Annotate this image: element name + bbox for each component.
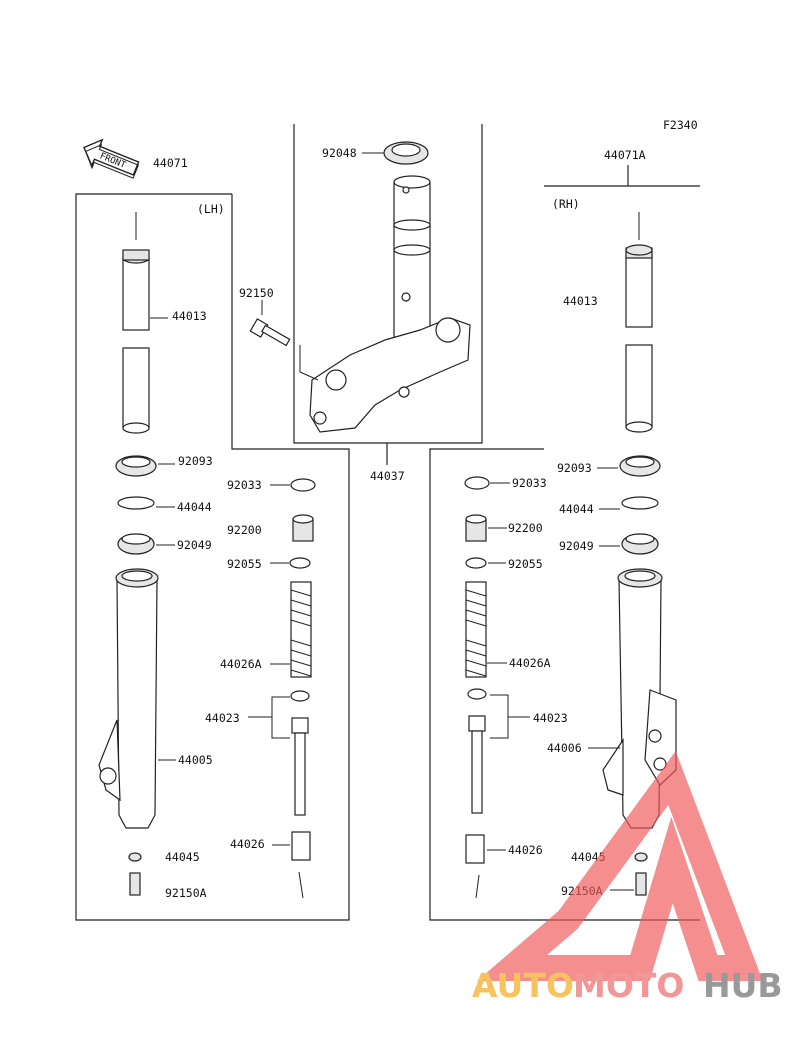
dust-seal-lh-part bbox=[115, 455, 175, 477]
watermark-hub: HUB bbox=[703, 966, 783, 1005]
label-ring-rh: 44044 bbox=[559, 502, 594, 516]
label-rebound-spring-rh: 44026 bbox=[508, 843, 543, 857]
label-dust-seal-rh: 92093 bbox=[557, 461, 592, 475]
label-spring-lh: 44026A bbox=[220, 657, 262, 671]
watermark-auto: AUTO bbox=[472, 966, 574, 1005]
side-right-label: (RH) bbox=[552, 197, 580, 211]
watermark-moto: MOTO bbox=[573, 966, 684, 1005]
label-oring-lh: 92033 bbox=[227, 478, 262, 492]
label-cylinder-rh: 44023 bbox=[533, 711, 568, 725]
oring2-rh-part bbox=[465, 557, 506, 569]
top-seal-part bbox=[362, 141, 429, 165]
steering-bolt-part bbox=[249, 300, 319, 381]
oil-seal-rh-part bbox=[599, 533, 659, 555]
label-outer-tube-lh: 44005 bbox=[178, 753, 213, 767]
rebound-spring-rh-part bbox=[465, 834, 506, 899]
gasket-lh-part bbox=[128, 852, 142, 862]
label-steering-stem: 44037 bbox=[370, 469, 405, 483]
gasket-rh-part bbox=[634, 852, 648, 862]
assembly-right-label: 44071A bbox=[604, 148, 646, 162]
label-inner-tube-rh: 44013 bbox=[563, 294, 598, 308]
front-arrow-icon: FRONT bbox=[83, 138, 140, 179]
label-outer-tube-rh: 44006 bbox=[547, 741, 582, 755]
outer-tube-lh-part bbox=[98, 568, 176, 829]
oring-lh-part bbox=[270, 478, 316, 492]
assembly-left-label: 44071 bbox=[153, 156, 188, 170]
label-steering-bolt: 92150 bbox=[239, 286, 274, 300]
rebound-spring-lh-part bbox=[272, 831, 311, 899]
frame-lines bbox=[75, 124, 700, 921]
inner-tube-lh-part bbox=[122, 212, 168, 434]
watermark-logo: AUTO MOTO HUB bbox=[472, 750, 783, 1005]
label-gasket-lh: 44045 bbox=[165, 850, 200, 864]
label-oring-rh: 92033 bbox=[512, 476, 547, 490]
cylinder-lh-part bbox=[248, 690, 310, 816]
label-top-seal: 92048 bbox=[322, 146, 357, 160]
label-rebound-spring-lh: 44026 bbox=[230, 837, 265, 851]
cylinder-rh-part bbox=[467, 688, 530, 814]
oil-seal-lh-part bbox=[117, 533, 175, 555]
label-cap-lh: 92200 bbox=[227, 523, 262, 537]
label-oring2-rh: 92055 bbox=[508, 557, 543, 571]
label-spring-rh: 44026A bbox=[509, 656, 551, 670]
steering-stem-part bbox=[309, 175, 471, 433]
oring2-lh-part bbox=[270, 557, 311, 569]
oring-rh-part bbox=[464, 476, 510, 490]
label-cylinder-lh: 44023 bbox=[205, 711, 240, 725]
label-dust-seal-lh: 92093 bbox=[178, 454, 213, 468]
bolt-lh-part bbox=[129, 872, 141, 896]
bolt-rh-part bbox=[610, 872, 647, 896]
label-oring2-lh: 92055 bbox=[227, 557, 262, 571]
label-oil-seal-lh: 92049 bbox=[177, 538, 212, 552]
inner-tube-rh-part bbox=[625, 212, 653, 433]
side-left-label: (LH) bbox=[197, 202, 225, 216]
label-inner-tube-lh: 44013 bbox=[172, 309, 207, 323]
ring-lh-part bbox=[117, 496, 175, 510]
cap-lh-part bbox=[292, 514, 314, 542]
label-ring-lh: 44044 bbox=[177, 500, 212, 514]
label-cap-rh: 92200 bbox=[508, 521, 543, 535]
cap-rh-part bbox=[465, 514, 507, 542]
figure-code: F2340 bbox=[663, 118, 698, 132]
dust-seal-rh-part bbox=[597, 455, 661, 477]
ring-rh-part bbox=[599, 496, 659, 510]
spring-rh-part bbox=[465, 581, 507, 678]
label-oil-seal-rh: 92049 bbox=[559, 539, 594, 553]
label-bolt-lh: 92150A bbox=[165, 886, 207, 900]
spring-lh-part bbox=[270, 581, 312, 678]
